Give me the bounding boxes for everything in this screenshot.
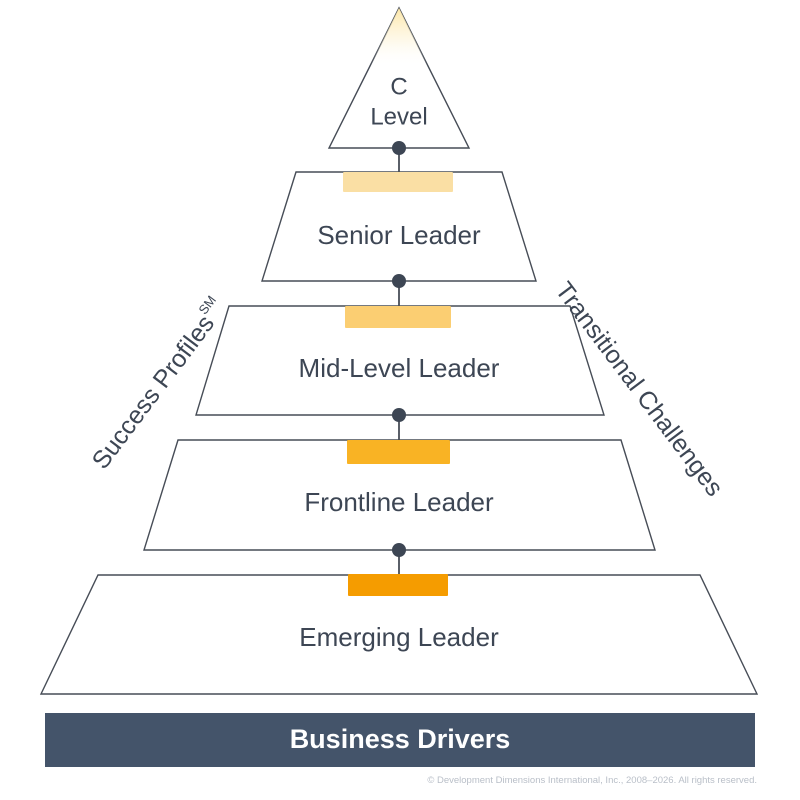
connector-dot-mid-frontline [392,408,406,422]
tier-frontline-leader-shape[interactable] [143,439,656,551]
tier-emerging-leader-label: Emerging Leader [299,622,499,652]
frontline-leader-marker-bar [347,440,450,464]
tier-frontline-leader-label: Frontline Leader [304,487,494,517]
tier-c-level-label-line2: Level [370,103,427,130]
apex-gradient-marker [370,8,428,66]
tier-c-level[interactable]: C Level [327,6,471,149]
tier-mid-level-leader-label: Mid-Level Leader [299,353,500,383]
business-drivers-bar[interactable]: Business Drivers [45,713,755,767]
tier-mid-level-leader-shape[interactable] [195,305,605,416]
tier-senior-leader[interactable]: Senior Leader [261,171,537,282]
connector-dot-senior-mid [392,274,406,288]
tier-c-level-label-line1: C [390,73,407,100]
tier-frontline-leader[interactable]: Frontline Leader [143,439,656,551]
tier-mid-level-leader[interactable]: Mid-Level Leader [195,305,605,416]
connector-dot-frontline-emerging [392,543,406,557]
senior-leader-marker-bar [343,172,453,192]
business-drivers-bar-background[interactable] [45,713,755,767]
copyright-text: © Development Dimensions International, … [427,775,757,786]
connector-dot-c-senior [392,141,406,155]
tier-senior-leader-label: Senior Leader [317,220,481,250]
mid-level-leader-marker-bar [345,306,451,328]
business-drivers-label: Business Drivers [290,724,511,754]
emerging-leader-marker-bar [348,574,448,596]
tier-emerging-leader[interactable]: Emerging Leader [39,574,759,695]
tier-emerging-leader-shape[interactable] [39,574,759,695]
